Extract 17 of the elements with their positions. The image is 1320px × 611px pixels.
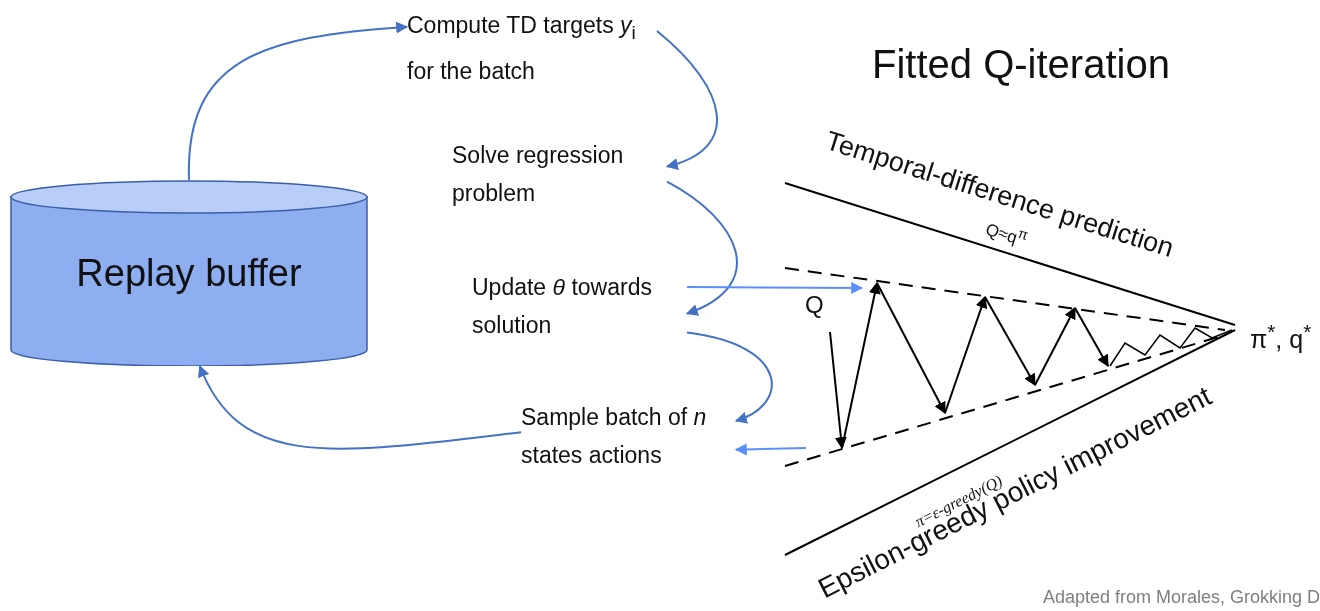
optimum-label: π$^{*}$, q$^{*}$ <box>1250 319 1312 355</box>
arrow <box>656 30 718 170</box>
arrow <box>666 180 738 315</box>
step-text: Compute TD targets y$_{i}$ for the batch <box>407 6 657 90</box>
caption: Adapted from Morales, Grokking D <box>1042 586 1320 608</box>
node-label: Replay buffer <box>75 251 303 296</box>
step-text: Solve regression problem <box>452 136 667 212</box>
title: Fitted Q-iteration <box>872 41 1170 88</box>
arrow <box>734 443 807 456</box>
step-text: Sample batch of n states actions <box>521 398 736 474</box>
arrow <box>686 281 864 294</box>
step-text: Update θ towards solution <box>472 268 687 344</box>
arrow <box>686 331 773 423</box>
q-label: Q <box>805 290 824 319</box>
formula-label: Q≈q$^{π}$ <box>983 219 1031 250</box>
arrow <box>188 21 409 181</box>
arrow <box>198 364 522 450</box>
